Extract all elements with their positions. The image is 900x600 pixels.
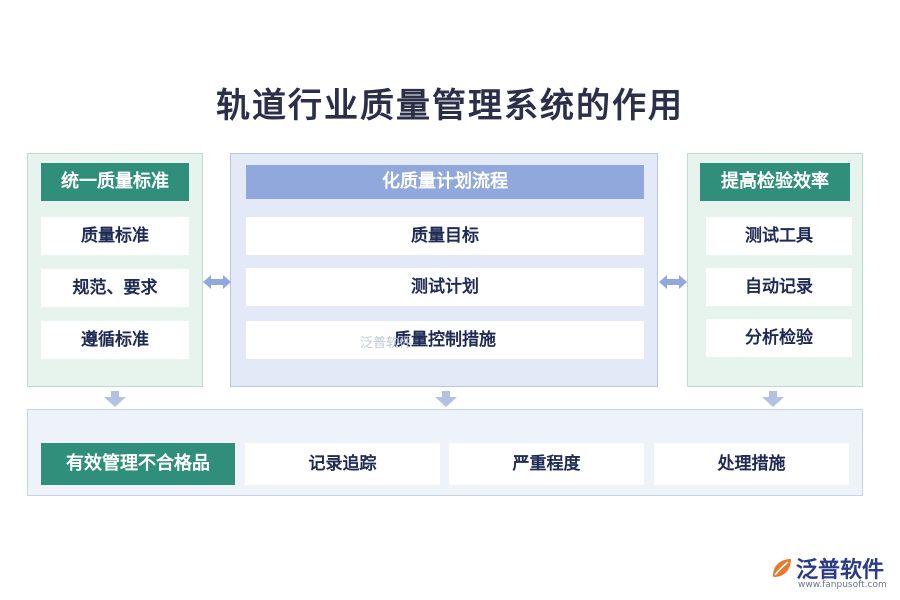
brand-logo: 泛普软件 www.fanpusoft.com <box>770 552 895 592</box>
brand-url: www.fanpusoft.com <box>798 580 887 590</box>
brand-leaf-icon <box>773 559 791 577</box>
center-panel-header: 化质量计划流程 <box>246 165 644 199</box>
brand-name: 泛普软件 <box>796 558 885 583</box>
right-item-3: 分析检验 <box>706 319 852 357</box>
bottom-item-3: 处理措施 <box>654 443 849 485</box>
watermark: 泛普软件 <box>360 336 413 351</box>
diagram-title: 轨道行业质量管理系统的作用 <box>216 86 684 126</box>
center-down-arrow-icon <box>435 391 457 407</box>
center-item-1: 质量目标 <box>246 217 644 255</box>
right-down-arrow-icon <box>762 391 784 407</box>
center-item-3: 质量控制措施 <box>246 321 644 359</box>
left-item-1: 质量标准 <box>41 217 189 255</box>
left-down-arrow-icon <box>104 391 126 407</box>
center-item-2: 测试计划 <box>246 268 644 306</box>
bottom-panel-header: 有效管理不合格品 <box>41 443 235 485</box>
right-panel-header: 提高检验效率 <box>700 163 850 201</box>
left-center-double-arrow-icon <box>203 275 231 289</box>
bottom-item-2: 严重程度 <box>449 443 644 485</box>
right-item-1: 测试工具 <box>706 217 852 255</box>
bottom-item-1: 记录追踪 <box>245 443 440 485</box>
left-item-3: 遵循标准 <box>41 321 189 359</box>
left-panel-header: 统一质量标准 <box>41 163 189 201</box>
right-item-2: 自动记录 <box>706 268 852 306</box>
center-right-double-arrow-icon <box>659 275 687 289</box>
left-item-2: 规范、要求 <box>41 269 189 307</box>
